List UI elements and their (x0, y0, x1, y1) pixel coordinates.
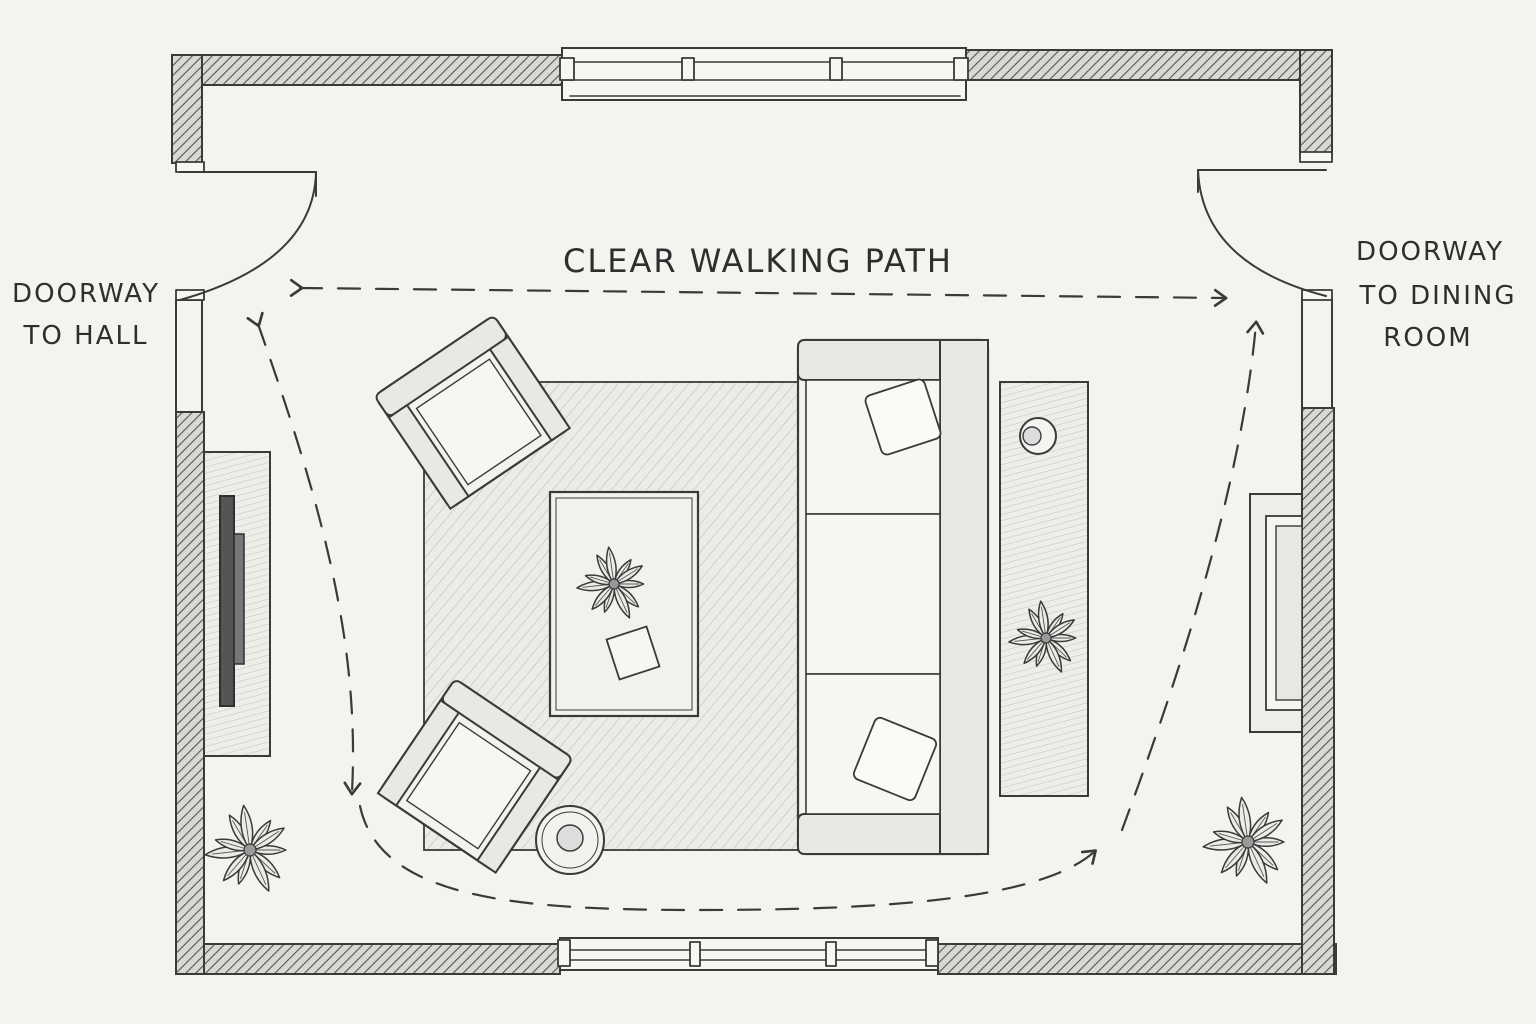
plant-center (1241, 835, 1255, 849)
plant-left-corner (204, 804, 287, 892)
plant-center (243, 843, 257, 857)
window-top (559, 47, 969, 101)
label-doorway-hall-2: TO HALL (23, 321, 149, 351)
plant-center (1040, 632, 1052, 644)
armchair-bottom (376, 680, 572, 875)
label-doorway-dining-2: TO DINING (1358, 281, 1516, 311)
sofa-table (999, 381, 1089, 797)
label-doorway-dining-3: ROOM (1383, 323, 1472, 353)
wall-left-top (171, 54, 203, 164)
label-doorway-hall-1: DOORWAY (12, 279, 160, 309)
wall-right-top (1299, 49, 1333, 155)
wall-top-left (171, 54, 563, 86)
path-arrow-left-bottom (358, 804, 1097, 912)
plant-coffee-table (576, 546, 645, 619)
door-dining (1197, 151, 1333, 301)
pillow-bottom (852, 716, 938, 802)
wall-top-right (965, 49, 1333, 81)
wall-left-bottom (175, 411, 205, 975)
walls (171, 49, 1337, 975)
path-arrow-top (289, 278, 1228, 307)
tv (219, 495, 235, 707)
window-bottom (557, 937, 939, 971)
wall-right-bottom (1301, 407, 1335, 975)
label-doorway-dining-1: DOORWAY (1356, 237, 1504, 267)
wall-bottom-left (175, 943, 561, 975)
armchair-top (375, 316, 572, 511)
walking-path (246, 278, 1265, 912)
path-arrow-left-down (246, 311, 362, 796)
sofa (796, 338, 990, 856)
path-arrow-right-up (1120, 320, 1265, 832)
plant-center (608, 578, 620, 590)
plant-right-corner (1202, 796, 1285, 884)
wall-bottom-right (937, 943, 1337, 975)
wall-left-stub (175, 299, 203, 413)
pillow-top (864, 378, 942, 456)
door-hall (175, 161, 317, 301)
fireplace (1249, 493, 1303, 733)
book (605, 625, 661, 681)
wall-right-stub (1301, 297, 1333, 409)
side-table (535, 805, 605, 875)
plant-sofa-table (1008, 600, 1077, 673)
tv-console (203, 451, 271, 757)
label-clear-walking-path: CLEAR WALKING PATH (563, 242, 953, 280)
